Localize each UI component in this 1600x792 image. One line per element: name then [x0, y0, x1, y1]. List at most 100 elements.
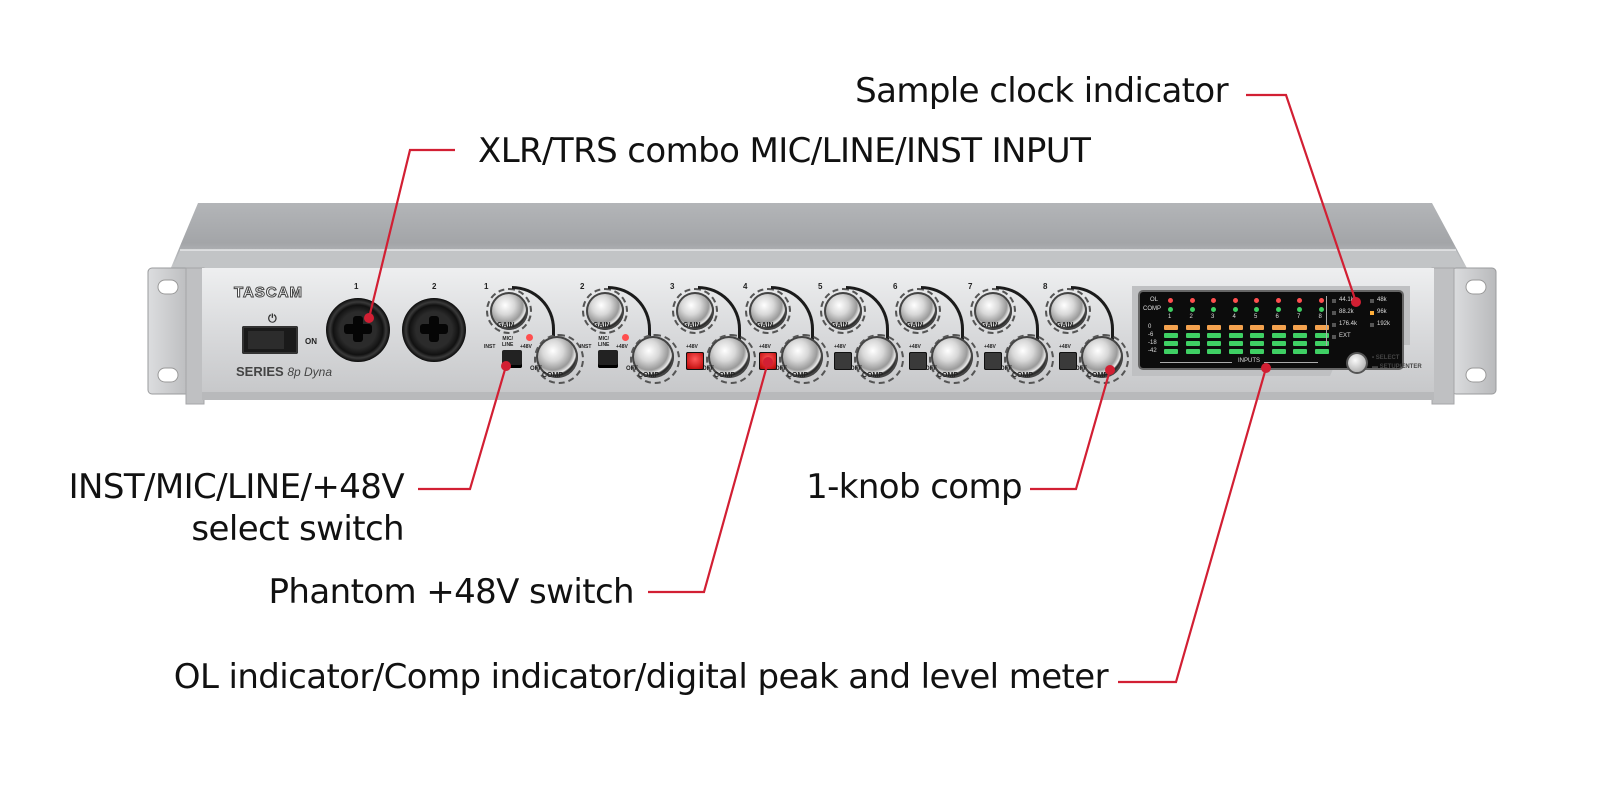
- phantom-led: [622, 334, 629, 341]
- phantom-label: +48V: [909, 344, 921, 350]
- inst-mic-line-48v-select-switch[interactable]: [502, 350, 522, 368]
- meter-segment: [1207, 333, 1221, 338]
- phantom-48v-switch[interactable]: [909, 352, 927, 370]
- meter-channel-number: 7: [1297, 314, 1301, 320]
- sample-rate-led: [1370, 323, 1374, 327]
- phantom-48v-switch[interactable]: [759, 352, 777, 370]
- comp-indicator: [1297, 307, 1302, 312]
- meter-scale-label: 0: [1148, 324, 1152, 330]
- meter-segment: [1185, 333, 1200, 338]
- meter-segment: [1250, 349, 1264, 354]
- power-switch[interactable]: [242, 326, 298, 354]
- meter-scale-label: -18: [1148, 340, 1157, 346]
- meter-segment: [1228, 333, 1243, 338]
- xlr-combo-input-1[interactable]: [326, 298, 390, 362]
- model-series: SERIES: [236, 364, 284, 379]
- gain-label: GAIN: [683, 322, 701, 329]
- comp-scale-ring: [534, 334, 584, 384]
- gain-label: GAIN: [497, 322, 515, 329]
- phantom-label: +48V: [686, 344, 698, 350]
- meter-segment: [1314, 341, 1329, 346]
- comp-scale-ring: [779, 334, 829, 384]
- select-phantom-label: +48V: [520, 344, 532, 350]
- gain-label: GAIN: [756, 322, 774, 329]
- model-suffix: 8p Dyna: [287, 365, 333, 379]
- callout-sample-clock: Sample clock indicator: [855, 71, 1228, 111]
- meter-channel-number: 8: [1318, 314, 1322, 320]
- comp-label: COMP: [937, 372, 958, 379]
- comp-off-label: OFF: [626, 366, 638, 372]
- comp-scale-ring: [1004, 334, 1054, 384]
- xlr-combo-input-2[interactable]: [402, 298, 466, 362]
- phantom-48v-switch[interactable]: [834, 352, 852, 370]
- meter-segment: [1293, 325, 1307, 330]
- inst-mic-line-48v-select-switch[interactable]: [598, 350, 618, 368]
- gain-label: GAIN: [1056, 322, 1074, 329]
- meter-channel-number: 2: [1189, 314, 1193, 320]
- meter-segment: [1314, 333, 1329, 338]
- sample-rate-led: [1332, 335, 1336, 339]
- power-on-label: ON: [305, 337, 317, 346]
- comp-indicator: [1189, 307, 1195, 312]
- phantom-48v-switch[interactable]: [1059, 352, 1077, 370]
- phantom-label: +48V: [834, 344, 846, 350]
- sample-rate-led: [1370, 311, 1374, 315]
- comp-label: COMP: [862, 372, 883, 379]
- meter-scale-label: -6: [1148, 332, 1154, 338]
- ol-indicator: [1189, 298, 1195, 303]
- meter-segment: [1228, 349, 1243, 354]
- ol-row-label: OL: [1150, 297, 1159, 303]
- comp-scale-ring: [854, 334, 904, 384]
- sample-rate-label: 192k: [1377, 321, 1391, 327]
- comp-knob[interactable]: [536, 336, 578, 378]
- comp-label: COMP: [1012, 372, 1033, 379]
- ol-indicator: [1254, 298, 1259, 303]
- phantom-48v-switch[interactable]: [686, 352, 704, 370]
- meter-segment: [1293, 333, 1307, 338]
- ol-indicator: [1297, 298, 1302, 303]
- phantom-48v-switch[interactable]: [984, 352, 1002, 370]
- comp-knob[interactable]: [856, 336, 898, 378]
- select-encoder-knob[interactable]: [1348, 354, 1366, 372]
- meter-channel-number: 4: [1232, 314, 1236, 320]
- comp-off-label: OFF: [1075, 366, 1087, 372]
- meter-segment: [1250, 325, 1264, 330]
- channel-number: 6: [893, 282, 898, 291]
- power-icon: ⏻: [268, 313, 277, 325]
- phantom-label: +48V: [1059, 344, 1071, 350]
- comp-off-label: OFF: [850, 366, 862, 372]
- phantom-led: [526, 334, 533, 341]
- comp-knob[interactable]: [931, 336, 973, 378]
- phantom-label: +48V: [984, 344, 996, 350]
- comp-label: COMP: [542, 372, 563, 379]
- gain-label: GAIN: [593, 322, 611, 329]
- meter-segment: [1250, 333, 1264, 338]
- gain-label: GAIN: [906, 322, 924, 329]
- sample-rate-label: 176.4k: [1339, 321, 1358, 327]
- channel-number: 5: [818, 282, 823, 291]
- sample-rate-led: [1332, 299, 1336, 303]
- channel-number: 3: [670, 282, 675, 291]
- select-phantom-label: +48V: [616, 344, 628, 350]
- comp-label: COMP: [1087, 372, 1108, 379]
- meter-segment: [1271, 341, 1286, 346]
- comp-indicator: [1254, 307, 1259, 312]
- select-label: • SELECT: [1372, 355, 1400, 361]
- comp-label: COMP: [787, 372, 808, 379]
- inputs-rule-right: [1264, 362, 1318, 363]
- ol-indicator: [1318, 298, 1324, 303]
- callout-phantom-switch: Phantom +48V switch: [268, 572, 635, 612]
- inputs-rule-left: [1160, 362, 1232, 363]
- callout-level-meter: OL indicator/Comp indicator/digital peak…: [173, 657, 1109, 697]
- meter-channel-number: 5: [1254, 314, 1258, 320]
- meter-scale-label: -42: [1148, 348, 1157, 354]
- sample-rate-label: 48k: [1377, 297, 1387, 303]
- comp-indicator: [1318, 307, 1324, 312]
- meter-segment: [1228, 341, 1243, 346]
- comp-knob[interactable]: [781, 336, 823, 378]
- setup-enter-label: ▬ SETUP/ENTER: [1372, 364, 1422, 370]
- meter-segment: [1293, 349, 1307, 354]
- comp-off-label: OFF: [1000, 366, 1012, 372]
- ol-indicator: [1168, 298, 1173, 303]
